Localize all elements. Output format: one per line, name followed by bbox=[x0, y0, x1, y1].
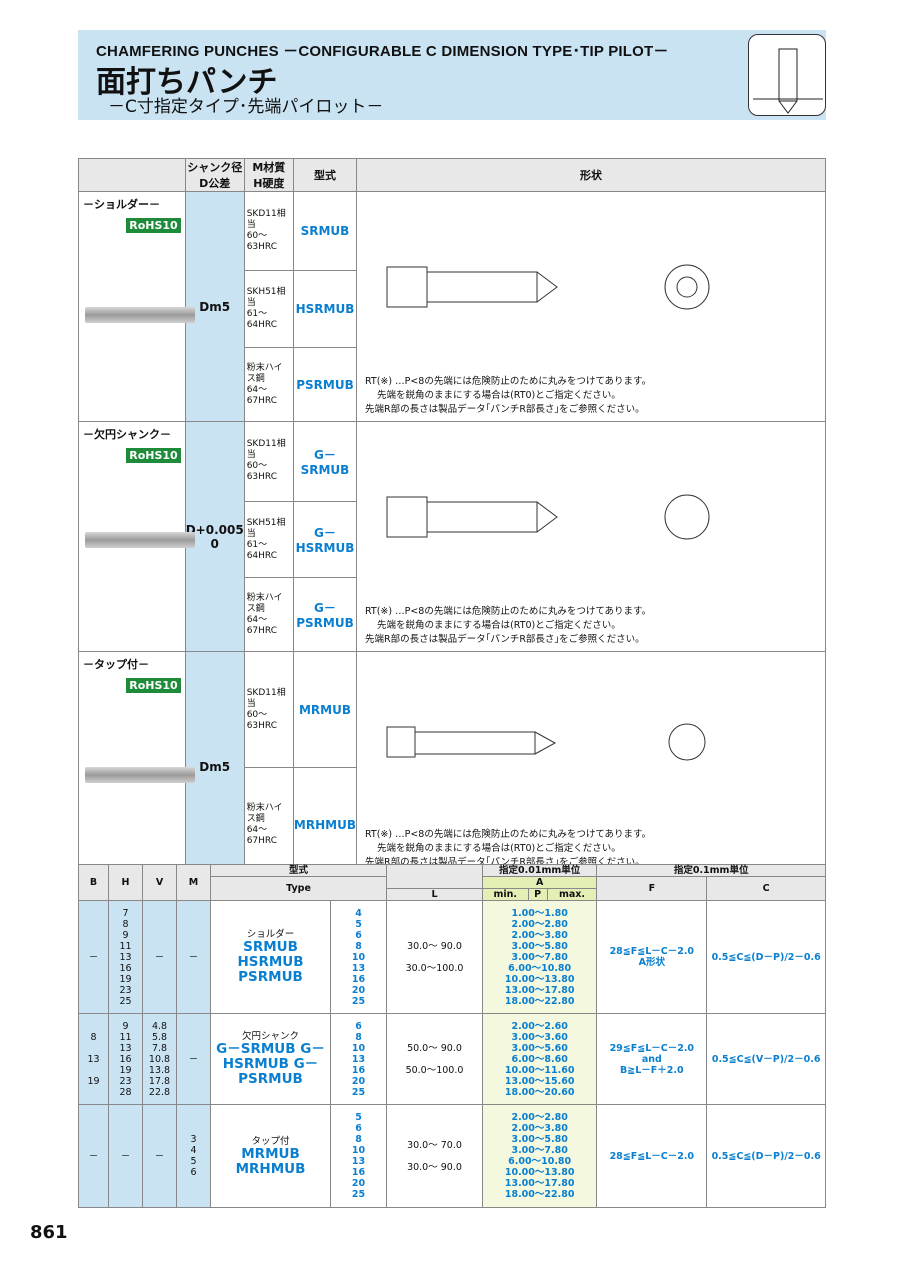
f-cell: 28≦F≦L－C－2.0 bbox=[596, 1104, 708, 1208]
type: PSRMUB bbox=[292, 347, 358, 422]
rohs-badge: RoHS10 bbox=[126, 448, 181, 463]
cat-tap: －タップ付－RoHS10 bbox=[78, 651, 195, 882]
header: CHAMFERING PUNCHES －CONFIGURABLE C DIMEN… bbox=[78, 30, 826, 120]
subtitle-jp: －C寸指定タイプ･先端パイロット－ bbox=[108, 97, 384, 117]
type: G－PSRMUB bbox=[292, 577, 358, 652]
mat: 粉末ハイス鋼 64～67HRC bbox=[243, 347, 294, 422]
type: MRMUB bbox=[292, 650, 358, 769]
v-cell: － bbox=[142, 900, 177, 1014]
d-tol: Dm5 bbox=[184, 651, 245, 882]
mat: SKD11相当 60～63HRC bbox=[243, 650, 294, 769]
h-a: A bbox=[481, 876, 598, 889]
mat: SKD11相当 60～63HRC bbox=[243, 190, 294, 272]
h-max: max. bbox=[546, 888, 598, 901]
punch-photo bbox=[85, 532, 195, 548]
h-unit2: 指定0.1mm単位 bbox=[596, 864, 826, 877]
rohs-badge: RoHS10 bbox=[126, 678, 181, 693]
note: RT(※) …P<8の先端には危険防止のために丸みをつけてあります。 bbox=[365, 376, 652, 387]
rohs-badge: RoHS10 bbox=[126, 218, 181, 233]
type: HSRMUB bbox=[292, 270, 358, 349]
d-tol: Dm5 bbox=[184, 191, 245, 422]
mat: 粉末ハイス鋼 64～67HRC bbox=[243, 767, 294, 882]
b-cell: － bbox=[78, 900, 109, 1014]
mat: 粉末ハイス鋼 64～67HRC bbox=[243, 577, 294, 652]
h-f: F bbox=[596, 876, 708, 901]
h-m: M bbox=[176, 864, 211, 901]
h-min: min. bbox=[482, 888, 529, 901]
h-l bbox=[386, 864, 483, 889]
note: RT(※) …P<8の先端には危険防止のために丸みをつけてあります。 bbox=[365, 829, 652, 840]
mat: SKH51相当 61～64HRC bbox=[243, 270, 294, 349]
note: 先端を鋭角のままにする場合は(RT0)とご指定ください。 bbox=[377, 843, 621, 854]
v-cell: － bbox=[142, 1104, 177, 1208]
shape-drawing: RT(※) …P<8の先端には危険防止のために丸みをつけてあります。 先端を鋭角… bbox=[356, 651, 826, 882]
shape-drawing: RT(※) …P<8の先端には危険防止のために丸みをつけてあります。 先端を鋭角… bbox=[356, 191, 826, 422]
h-v: V bbox=[142, 864, 177, 901]
title-jp: 面打ちパンチ bbox=[96, 65, 278, 100]
cat-shoulder: －ショルダー－RoHS10 bbox=[78, 191, 195, 422]
page-number: 861 bbox=[30, 1222, 68, 1243]
punch-photo bbox=[85, 307, 195, 323]
punch-icon bbox=[748, 34, 826, 116]
h-h: H bbox=[108, 864, 143, 901]
note: RT(※) …P<8の先端には危険防止のために丸みをつけてあります。 bbox=[365, 606, 652, 617]
b-cell: － bbox=[78, 1104, 109, 1208]
product-table: シャンク径 D公差 M材質 H硬度 型式 形状 －ショルダー－RoHS10 Dm… bbox=[78, 158, 826, 882]
c-cell: 0.5≦C≦(D－P)/2－0.6 bbox=[706, 1104, 826, 1208]
mat: SKH51相当 61～64HRC bbox=[243, 500, 294, 579]
col-mat: M材質 H硬度 bbox=[243, 158, 294, 192]
type: SRMUB bbox=[292, 190, 358, 272]
h-p: P bbox=[527, 888, 548, 901]
note: 先端R部の長さは製品データ｢パンチR部長さ｣をご参照ください。 bbox=[365, 634, 645, 645]
type: MRHMUB bbox=[292, 767, 358, 882]
m-cell: － bbox=[176, 900, 211, 1014]
note: 先端R部の長さは製品データ｢パンチR部長さ｣をご参照ください。 bbox=[365, 857, 645, 868]
h-b: B bbox=[78, 864, 109, 901]
d-tol: D+0.005 0 bbox=[184, 421, 245, 652]
col-shape: 形状 bbox=[356, 158, 826, 192]
h-l2: L bbox=[386, 888, 483, 901]
note: 先端を鋭角のままにする場合は(RT0)とご指定ください。 bbox=[377, 620, 621, 631]
mat: SKD11相当 60～63HRC bbox=[243, 421, 294, 502]
c-cell: 0.5≦C≦(V－P)/2－0.6 bbox=[706, 1013, 826, 1105]
shape-drawing: RT(※) …P<8の先端には危険防止のために丸みをつけてあります。 先端を鋭角… bbox=[356, 421, 826, 652]
m-cell: － bbox=[176, 1013, 211, 1105]
punch-photo bbox=[85, 767, 195, 783]
h-type: 型式 bbox=[210, 864, 387, 877]
c-cell: 0.5≦C≦(D－P)/2－0.6 bbox=[706, 900, 826, 1014]
cat-gshank: －欠円シャンク－RoHS10 bbox=[78, 421, 195, 652]
type: G－HSRMUB bbox=[292, 500, 358, 579]
note: 先端を鋭角のままにする場合は(RT0)とご指定ください。 bbox=[377, 390, 621, 401]
title-en: CHAMFERING PUNCHES －CONFIGURABLE C DIMEN… bbox=[96, 43, 669, 60]
h-typeen: Type bbox=[210, 876, 387, 901]
col-type: 型式 bbox=[292, 158, 358, 192]
type: G－SRMUB bbox=[292, 421, 358, 502]
col-cat bbox=[78, 158, 186, 192]
h-cell: － bbox=[108, 1104, 143, 1208]
col-d: シャンク径 D公差 bbox=[184, 158, 245, 192]
h-unit1: 指定0.01mm単位 bbox=[481, 864, 598, 877]
h-c: C bbox=[706, 876, 826, 901]
note: 先端R部の長さは製品データ｢パンチR部長さ｣をご参照ください。 bbox=[365, 404, 645, 415]
